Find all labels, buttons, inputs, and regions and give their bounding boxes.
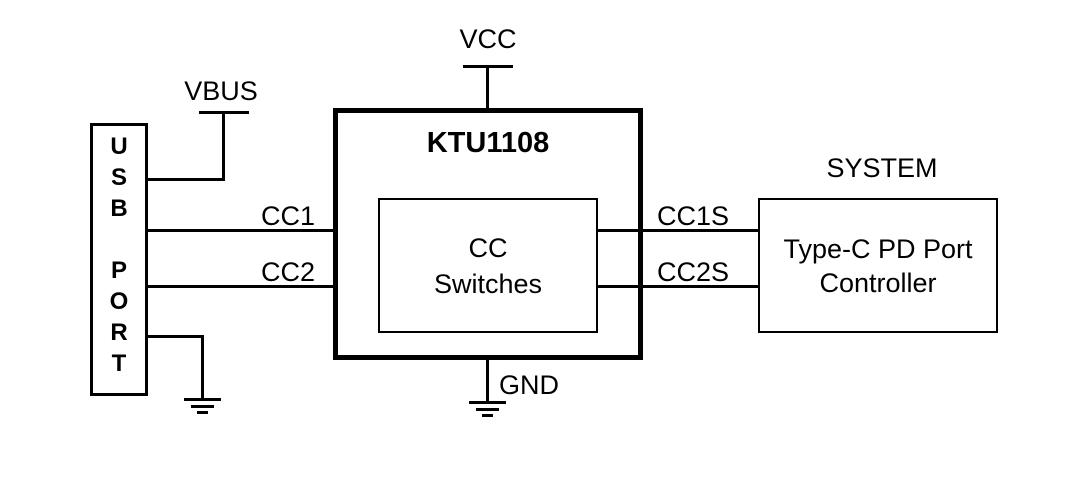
ktu1108-title: KTU1108 (426, 127, 550, 159)
cc1-wire (148, 229, 378, 232)
usb-gnd-branch-wire (148, 335, 204, 338)
pd-controller-label-line2: Controller (819, 267, 937, 298)
usb-port-letter: U (110, 133, 128, 160)
vbus-stem-wire (222, 111, 225, 181)
cc2-label: CC2 (260, 257, 315, 287)
cc2s-wire (598, 285, 758, 288)
usb-port-letter: S (110, 164, 127, 191)
usb-port-letter: R (110, 319, 128, 346)
usb-port-letter: T (111, 350, 127, 377)
vcc-label: VCC (459, 24, 517, 54)
pd-controller-label-line1: Type-C PD Port (783, 233, 973, 264)
cc-switches-label-line1: CC (468, 232, 508, 263)
gnd-stem-wire (486, 358, 489, 403)
cc1s-wire (598, 229, 758, 232)
gnd-label: GND (499, 370, 559, 400)
cc2s-label: CC2S (657, 257, 730, 287)
cc1-label: CC1 (260, 201, 315, 231)
usb-port-block: U S B P O R T (90, 123, 148, 396)
cc-switches-block: CC Switches (378, 198, 598, 333)
cc2-wire (148, 285, 378, 288)
vbus-to-usb-wire (148, 178, 225, 181)
usb-gnd-stem-wire (201, 335, 204, 400)
cc1s-label: CC1S (657, 201, 730, 231)
cc-switches-label-line2: Switches (433, 268, 543, 299)
vcc-stem-wire (486, 65, 489, 110)
usb-port-letter: O (109, 288, 129, 315)
usb-port-letter: P (110, 257, 127, 284)
pd-port-controller-block: Type-C PD Port Controller (758, 198, 998, 333)
system-label: SYSTEM (826, 153, 938, 183)
usb-port-letter: B (110, 195, 128, 222)
vbus-label: VBUS (184, 76, 258, 106)
